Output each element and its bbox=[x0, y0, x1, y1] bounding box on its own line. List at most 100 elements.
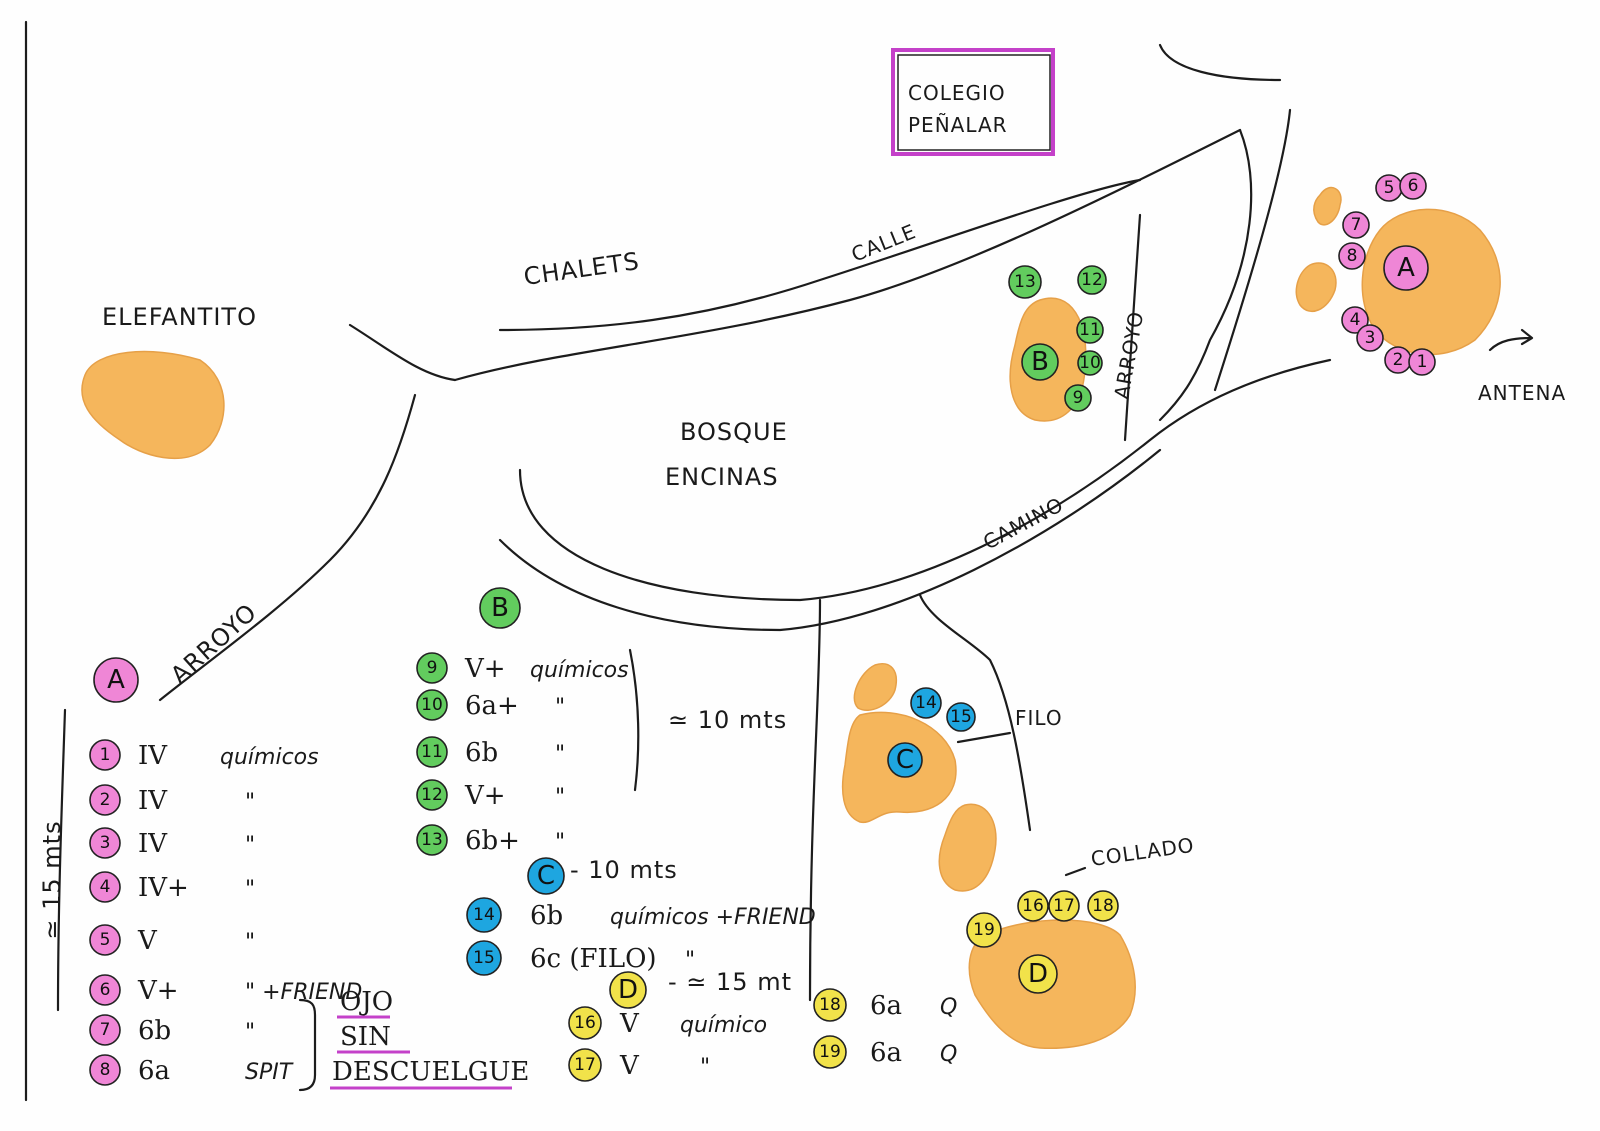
boulder-a-main bbox=[1361, 208, 1501, 356]
list-d-note-19: Q bbox=[940, 1042, 957, 1067]
arroyo-creek-right bbox=[1123, 213, 1142, 442]
list-a-route-1: 1 bbox=[89, 739, 121, 771]
map-badge-b-text: B bbox=[1031, 347, 1049, 377]
list-a-header: A bbox=[93, 657, 139, 703]
map-badge-route-1-circle bbox=[1408, 348, 1436, 376]
map-badge-route-9: 9 bbox=[1064, 384, 1092, 412]
map-badge-route-8-text: 8 bbox=[1347, 246, 1358, 266]
list-a-grade-5: V bbox=[137, 926, 158, 956]
list-a-note-2: " bbox=[245, 790, 255, 815]
list-a-route-2: 2 bbox=[89, 784, 121, 816]
list-a-route-8: 8 bbox=[89, 1054, 121, 1086]
colegio-penalar-box: COLEGIO PEÑALAR bbox=[891, 48, 1055, 156]
list-a-route-7-circle bbox=[89, 1014, 121, 1046]
list-c-grade-15: 6c (FILO) bbox=[530, 944, 657, 974]
list-a-route-3-circle bbox=[89, 827, 121, 859]
arroyo-label-top: ARROYO bbox=[1109, 309, 1148, 401]
calle-road-lower bbox=[453, 128, 1242, 382]
map-badge-route-15-text: 15 bbox=[950, 707, 972, 727]
list-d-header: D bbox=[609, 971, 647, 1009]
map-badge-d-text: D bbox=[1028, 959, 1048, 989]
map-badge-route-12-circle bbox=[1077, 265, 1107, 295]
list-d-note-17: " bbox=[700, 1055, 710, 1080]
list-b-route-12-text: 12 bbox=[421, 785, 443, 805]
map-badge-route-13-circle bbox=[1008, 265, 1042, 299]
map-badge-route-15-circle bbox=[946, 702, 976, 732]
map-badge-d-circle bbox=[1018, 954, 1058, 994]
distance-10m-label: ≃ 10 mts bbox=[668, 706, 787, 734]
map-badge-route-11-text: 11 bbox=[1079, 320, 1101, 340]
list-b-note-9: químicos bbox=[530, 658, 629, 683]
list-b-header-text: B bbox=[491, 593, 509, 623]
list-a-grade-1: IV bbox=[138, 741, 168, 771]
list-c-note-14: químicos +FRIEND bbox=[610, 905, 816, 930]
list-d-route-17-text: 17 bbox=[574, 1055, 596, 1075]
left-curve-road bbox=[348, 323, 457, 382]
warning-line-1: OJO bbox=[340, 987, 393, 1017]
map-badge-route-19-circle bbox=[966, 912, 1002, 948]
arroyo-label-left: ARROYO bbox=[165, 598, 262, 689]
list-a-grade-8: 6a bbox=[138, 1056, 170, 1086]
list-a-route-5-circle bbox=[89, 924, 121, 956]
filo-label: FILO bbox=[1015, 706, 1063, 730]
list-a-note-3: " bbox=[245, 833, 255, 858]
list-c-note-15: " bbox=[685, 948, 695, 973]
list-a-route-7: 7 bbox=[89, 1014, 121, 1046]
list-b-route-13-circle bbox=[416, 824, 448, 856]
boulder-a-small-1 bbox=[1313, 186, 1342, 226]
map-badge-route-18-text: 18 bbox=[1092, 896, 1114, 916]
map-badge-route-13-text: 13 bbox=[1014, 272, 1036, 292]
list-b-route-10-circle bbox=[416, 689, 448, 721]
list-c-route-15-text: 15 bbox=[473, 948, 495, 968]
map-badge-route-11: 11 bbox=[1076, 316, 1104, 344]
list-b-grade-11: 6b bbox=[465, 738, 498, 768]
map-badge-route-9-circle bbox=[1064, 384, 1092, 412]
list-c-header: C bbox=[527, 857, 565, 895]
list-b-route-9-text: 9 bbox=[427, 658, 438, 678]
map-badge-route-14: 14 bbox=[910, 687, 942, 719]
list-d-header-circle bbox=[609, 971, 647, 1009]
list-b-grade-10: 6a+ bbox=[465, 691, 519, 721]
list-a-header-circle bbox=[93, 657, 139, 703]
map-badge-route-17: 17 bbox=[1048, 890, 1080, 922]
map-badge-route-18-circle bbox=[1087, 890, 1119, 922]
list-a-route-5: 5 bbox=[89, 924, 121, 956]
map-badge-a: A bbox=[1383, 245, 1429, 291]
list-d-route-19-text: 19 bbox=[819, 1042, 841, 1062]
list-b-route-11-text: 11 bbox=[421, 742, 443, 762]
top-right-road bbox=[1158, 43, 1282, 82]
list-a-route-4: 4 bbox=[89, 871, 121, 903]
list-d-grade-19: 6a bbox=[870, 1038, 902, 1068]
map-badge-route-2: 2 bbox=[1384, 346, 1412, 374]
boulder-c-lower bbox=[938, 803, 997, 892]
list-c-route-14-circle bbox=[466, 897, 502, 933]
warning-line-3: DESCUELGUE bbox=[332, 1057, 529, 1087]
camino-upper bbox=[518, 358, 1332, 602]
map-badge-route-19-text: 19 bbox=[973, 920, 995, 940]
list-a-route-2-circle bbox=[89, 784, 121, 816]
roads bbox=[56, 43, 1534, 1012]
map-badge-route-1-text: 1 bbox=[1417, 352, 1428, 372]
camino-lower bbox=[498, 448, 1162, 632]
list-d-route-18-circle bbox=[813, 988, 847, 1022]
map-badge-route-6-circle bbox=[1399, 172, 1427, 200]
list-b-grade-9: V+ bbox=[464, 654, 506, 684]
map-badge-route-7-text: 7 bbox=[1351, 215, 1362, 235]
map-badge-route-17-circle bbox=[1048, 890, 1080, 922]
map-badge-route-18: 18 bbox=[1087, 890, 1119, 922]
list-b-note-13: " bbox=[555, 830, 565, 855]
list-b-route-9: 9 bbox=[416, 652, 448, 684]
list-a-route-7-text: 7 bbox=[100, 1020, 111, 1040]
map-badge-route-5-text: 5 bbox=[1384, 178, 1395, 198]
list-a-route-4-text: 4 bbox=[100, 877, 111, 897]
list-a-route-6: 6 bbox=[89, 974, 121, 1006]
elefantito-label: ELEFANTITO bbox=[102, 303, 257, 331]
map-badge-route-15: 15 bbox=[946, 702, 976, 732]
list-c-header-circle bbox=[527, 857, 565, 895]
colegio-frame bbox=[891, 48, 1055, 156]
list-a-route-1-circle bbox=[89, 739, 121, 771]
list-d-grade-17: V bbox=[619, 1051, 640, 1081]
list-b-note-12: " bbox=[555, 785, 565, 810]
map-badge-route-4-circle bbox=[1341, 306, 1369, 334]
